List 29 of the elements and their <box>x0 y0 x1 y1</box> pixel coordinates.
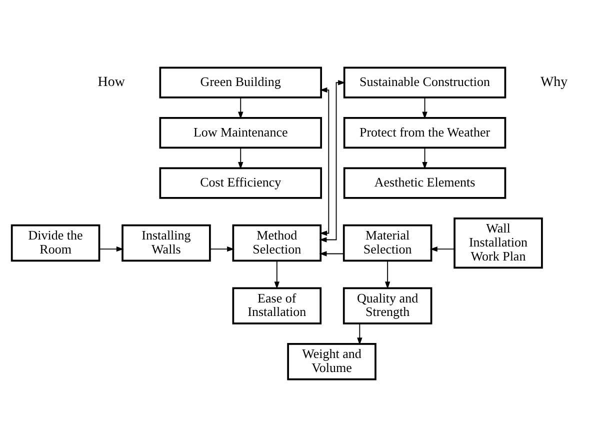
node-box: Ease of Installation <box>232 287 322 324</box>
arrow <box>320 87 330 236</box>
node-box: Wall Installation Work Plan <box>454 217 543 269</box>
arrow <box>384 260 390 290</box>
arrow <box>319 251 344 256</box>
arrow <box>319 80 346 242</box>
node-box: Quality and Strength <box>342 287 432 324</box>
node-box: Low Maintenance <box>159 117 322 149</box>
node-box: Sustainable Construction <box>343 66 506 98</box>
node-box: Material Selection <box>342 224 432 262</box>
node-box: Method Selection <box>232 224 322 262</box>
arrow <box>430 246 455 252</box>
node-box: Protect from the Weather <box>343 117 506 149</box>
arrow <box>422 147 428 170</box>
label: How <box>98 74 125 90</box>
arrow <box>422 97 428 120</box>
node-box: Aesthetic Elements <box>343 167 506 199</box>
arrow <box>238 147 244 170</box>
node-box: Divide the Room <box>10 224 100 262</box>
arrow <box>357 323 362 346</box>
arrow <box>210 246 235 252</box>
arrow <box>274 260 280 290</box>
label: Why <box>540 74 568 90</box>
node-box: Weight and Volume <box>287 343 376 380</box>
arrow <box>98 246 124 252</box>
node-box: Cost Efficiency <box>159 167 322 199</box>
node-box: Installing Walls <box>122 224 211 262</box>
arrow <box>238 97 244 120</box>
node-box: Green Building <box>159 66 322 98</box>
